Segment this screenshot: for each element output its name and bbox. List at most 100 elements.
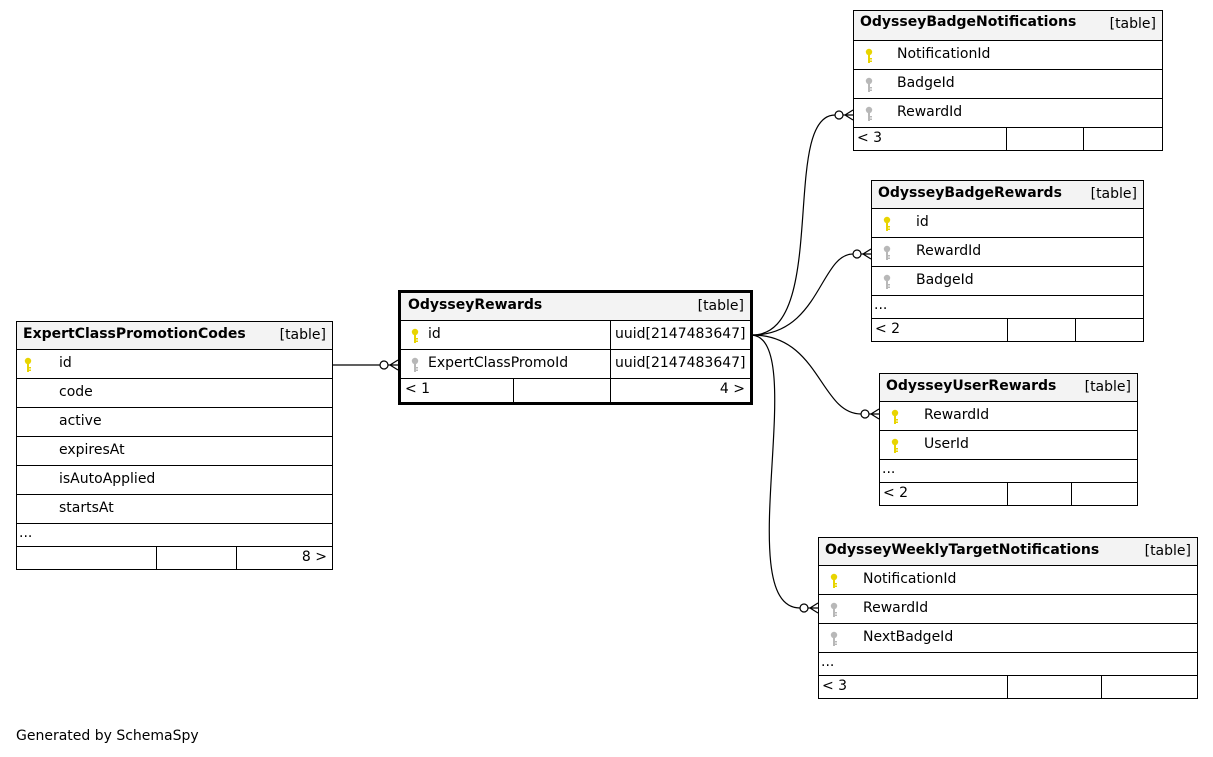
children-count[interactable]: 8 > (301, 549, 327, 565)
table-name[interactable]: OdysseyWeeklyTargetNotifications (825, 542, 1100, 558)
more-columns: ... (872, 296, 1143, 319)
table-kind: [table] (279, 327, 326, 343)
foreign-key-icon (410, 357, 422, 373)
column-row[interactable]: NotificationId (854, 41, 1162, 70)
ellipsis: ... (19, 525, 33, 541)
table-kind: [table] (1090, 186, 1137, 202)
table-expertclasspromotioncodes[interactable]: ExpertClassPromotionCodes [table] id cod… (16, 321, 333, 570)
edge-rewards-to-weeklytarget-many-marker (808, 602, 819, 614)
table-footer: < 3 (819, 676, 1197, 698)
column-name: BadgeId (897, 75, 955, 91)
more-columns: ... (880, 460, 1137, 483)
column-row[interactable]: isAutoApplied (17, 466, 332, 495)
table-odysseybadgerewards[interactable]: OdysseyBadgeRewards [table] id RewardId … (871, 180, 1144, 342)
column-row[interactable]: id (17, 350, 332, 379)
table-name[interactable]: OdysseyRewards (408, 297, 543, 313)
table-header: OdysseyRewards [table] (401, 293, 750, 321)
column-name: UserId (924, 436, 969, 452)
table-footer: < 3 (854, 128, 1162, 150)
ellipsis: ... (874, 297, 888, 313)
column-row[interactable]: RewardId (872, 238, 1143, 267)
column-row[interactable]: ExpertClassPromoId uuid[2147483647] (401, 350, 750, 379)
table-footer: 8 > (17, 547, 332, 569)
column-name: NextBadgeId (863, 629, 954, 645)
table-name[interactable]: OdysseyUserRewards (886, 378, 1057, 394)
column-name: RewardId (924, 407, 990, 423)
table-name[interactable]: OdysseyBadgeRewards (878, 185, 1062, 201)
table-odysseyuserrewards[interactable]: OdysseyUserRewards [table] RewardId User… (879, 373, 1138, 506)
parents-count[interactable]: < 2 (875, 321, 901, 337)
foreign-key-icon (864, 77, 876, 93)
column-row[interactable]: active (17, 408, 332, 437)
column-row[interactable]: RewardId (819, 595, 1197, 624)
parents-count[interactable]: < 3 (822, 678, 848, 694)
table-odysseyweeklytargetnotifications[interactable]: OdysseyWeeklyTargetNotifications [table]… (818, 537, 1198, 699)
table-footer: < 2 (872, 319, 1143, 341)
column-row[interactable]: BadgeId (854, 70, 1162, 99)
column-name: RewardId (897, 104, 963, 120)
table-kind: [table] (1109, 16, 1156, 32)
edge-expert-to-rewards-optional-marker (379, 360, 389, 370)
edge-rewards-to-userrewards-optional-marker (860, 409, 870, 419)
edge-rewards-to-weeklytarget-optional-marker (799, 603, 809, 613)
column-name: RewardId (863, 600, 929, 616)
ellipsis: ... (882, 461, 896, 477)
column-type: uuid[2147483647] (610, 350, 750, 378)
table-header: ExpertClassPromotionCodes [table] (17, 322, 332, 350)
table-odysseybadgenotifications[interactable]: OdysseyBadgeNotifications [table] Notifi… (853, 10, 1163, 151)
column-type: uuid[2147483647] (610, 321, 750, 349)
column-name: isAutoApplied (59, 471, 156, 487)
table-footer: < 2 (880, 483, 1137, 505)
parents-count[interactable]: < 1 (405, 381, 431, 397)
column-row[interactable]: NotificationId (819, 566, 1197, 595)
table-header: OdysseyWeeklyTargetNotifications [table] (819, 538, 1197, 566)
table-header: OdysseyUserRewards [table] (880, 374, 1137, 402)
table-kind: [table] (1084, 379, 1131, 395)
primary-key-icon (864, 48, 876, 64)
table-header: OdysseyBadgeRewards [table] (872, 181, 1143, 209)
foreign-key-icon (829, 631, 841, 647)
column-row[interactable]: UserId (880, 431, 1137, 460)
foreign-key-icon (882, 245, 894, 261)
primary-key-icon (410, 328, 422, 344)
more-columns: ... (17, 524, 332, 547)
parents-count[interactable]: < 3 (857, 130, 883, 146)
column-name: ExpertClassPromoId (428, 355, 569, 371)
column-row[interactable]: id uuid[2147483647] (401, 321, 750, 350)
column-name: NotificationId (863, 571, 957, 587)
column-row[interactable]: startsAt (17, 495, 332, 524)
primary-key-icon (23, 357, 35, 373)
parents-count[interactable]: < 2 (883, 485, 909, 501)
column-row[interactable]: RewardId (880, 402, 1137, 431)
column-row[interactable]: code (17, 379, 332, 408)
children-count[interactable]: 4 > (719, 381, 745, 397)
column-name: id (59, 355, 72, 371)
table-odysseyrewards[interactable]: OdysseyRewards [table] id uuid[214748364… (398, 290, 753, 405)
column-name: NotificationId (897, 46, 991, 62)
column-row[interactable]: RewardId (854, 99, 1162, 128)
column-name: RewardId (916, 243, 982, 259)
column-name: active (59, 413, 102, 429)
column-name: startsAt (59, 500, 114, 516)
primary-key-icon (882, 216, 894, 232)
edge-rewards-to-weeklytarget (751, 334, 801, 609)
column-row[interactable]: BadgeId (872, 267, 1143, 296)
column-row[interactable]: NextBadgeId (819, 624, 1197, 653)
table-name[interactable]: ExpertClassPromotionCodes (23, 326, 246, 342)
column-name: expiresAt (59, 442, 125, 458)
edge-rewards-to-userrewards (751, 334, 862, 415)
column-row[interactable]: expiresAt (17, 437, 332, 466)
generated-by-credit[interactable]: Generated by SchemaSpy (16, 728, 199, 744)
primary-key-icon (829, 573, 841, 589)
ellipsis: ... (821, 654, 835, 670)
edge-rewards-to-badgenotifications-many-marker (843, 109, 854, 121)
column-name: id (916, 214, 929, 230)
column-name: id (428, 326, 441, 342)
edge-rewards-to-badgerewards-many-marker (861, 248, 872, 260)
table-kind: [table] (697, 298, 744, 314)
foreign-key-icon (882, 274, 894, 290)
column-row[interactable]: id (872, 209, 1143, 238)
primary-key-icon (890, 409, 902, 425)
table-name[interactable]: OdysseyBadgeNotifications (860, 14, 1077, 30)
